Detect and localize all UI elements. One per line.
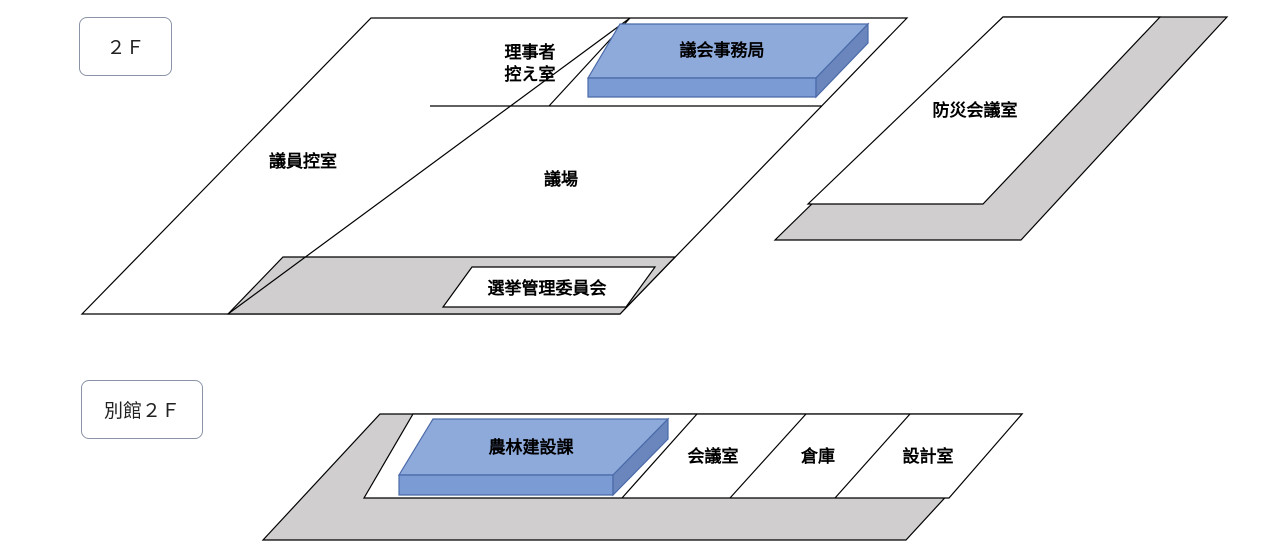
label-rijisha-line2: 控え室 (505, 64, 556, 85)
room-gikai-side (815, 22, 869, 99)
label-norin-kensetsuka: 農林建設課 (489, 437, 575, 458)
label-kaigishitsu: 会議室 (688, 446, 739, 467)
label-souko: 倉庫 (800, 446, 835, 467)
divider-annex-2 (729, 413, 807, 499)
label-senkyo-kanri-iinkai: 選挙管理委員会 (488, 278, 607, 299)
label-gijo: 議場 (544, 169, 578, 190)
label-rijisha-line1: 理事者 (505, 42, 556, 63)
divider-giin (227, 17, 631, 315)
divider-annex-3 (834, 413, 911, 499)
room-norin-front (398, 474, 614, 496)
label-sekkeishitsu: 設計室 (903, 446, 954, 467)
label-bousai-kaigishitsu: 防災会議室 (933, 100, 1018, 121)
divider-annex-1 (621, 413, 698, 499)
room-bousai-box (806, 16, 1162, 205)
room-gikai-front (587, 77, 817, 98)
room-norin-side (612, 417, 669, 497)
floor-label-annex-2f: 別館２Ｆ (81, 380, 203, 439)
room-senkyo-box (441, 266, 657, 308)
floor-label-2f: ２Ｆ (79, 17, 172, 76)
label-gikai-jimukyoku: 議会事務局 (680, 40, 765, 61)
label-giin-hikaeshitsu: 議員控室 (269, 151, 337, 172)
